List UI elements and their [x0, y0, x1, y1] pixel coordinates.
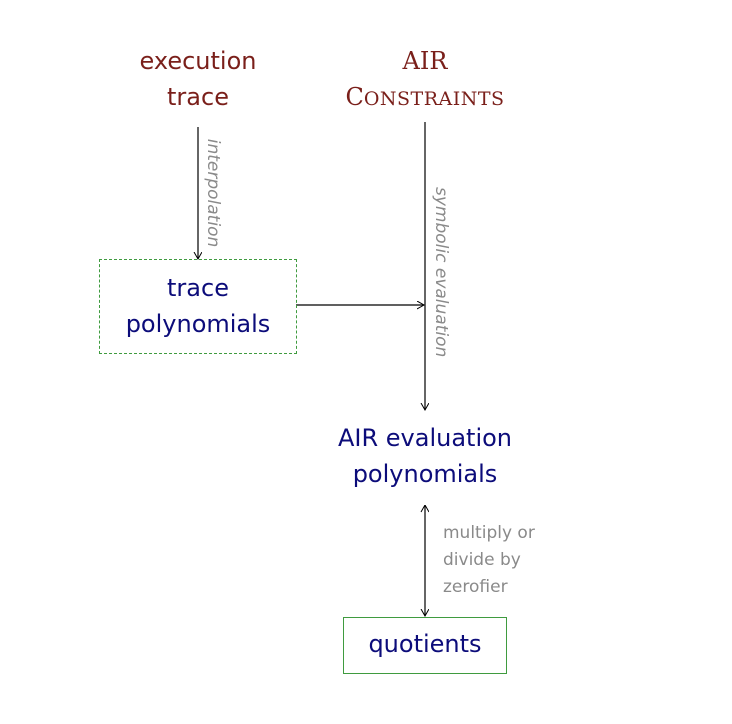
execution-trace-node: execution trace	[118, 43, 278, 115]
multiply-divide-line3: zerofier	[443, 577, 508, 597]
air-constraints-node: AIR Constraints	[325, 43, 525, 117]
air-evaluation-polynomials-node: AIR evaluation polynomials	[305, 420, 545, 492]
multiply-divide-line1: multiply or	[443, 523, 535, 543]
trace-polynomials-line2: polynomials	[125, 310, 271, 338]
multiply-divide-label: multiply or divide by zerofier	[443, 520, 535, 601]
interpolation-label: interpolation	[203, 138, 223, 248]
symbolic-evaluation-label: symbolic evaluation	[431, 187, 451, 358]
air-constraints-line2-rest: onstraints	[363, 88, 505, 110]
trace-polynomials-box	[99, 259, 297, 354]
execution-trace-line2: trace	[167, 83, 229, 111]
quotients-node: quotients	[368, 630, 482, 658]
trace-polynomials-line1: trace	[167, 274, 229, 302]
air-evaluation-line1: AIR evaluation	[337, 424, 513, 452]
air-constraints-line2: Constraints	[325, 79, 525, 117]
multiply-divide-line2: divide by	[443, 550, 521, 570]
air-evaluation-line2: polynomials	[352, 460, 498, 488]
air-constraints-line2-initial: C	[345, 83, 364, 111]
trace-polynomials-node: trace polynomials	[99, 270, 297, 342]
air-constraints-line1: AIR	[402, 47, 448, 75]
execution-trace-line1: execution	[139, 47, 257, 75]
quotients-box	[343, 617, 507, 674]
